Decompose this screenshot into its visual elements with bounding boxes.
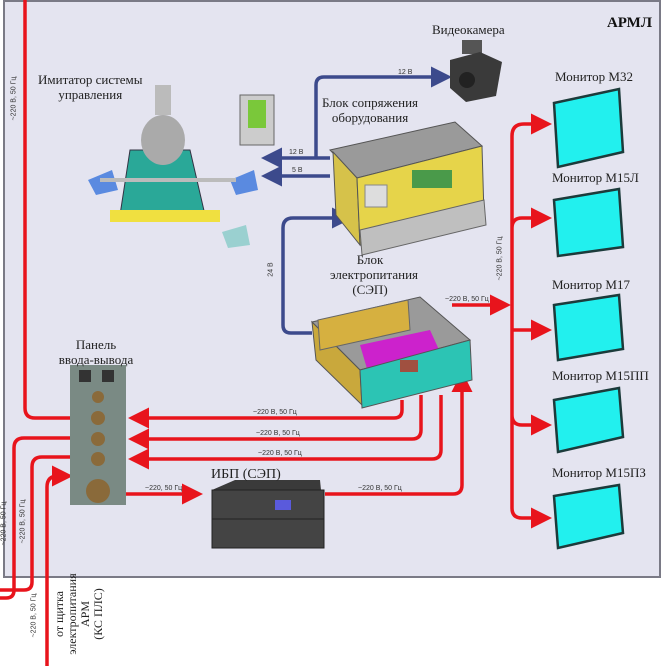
io-panel-label-line1: Панель xyxy=(75,337,117,352)
interface-unit-label-line2: оборудования xyxy=(331,110,409,125)
diagram-title: АРМЛ xyxy=(606,15,652,31)
interface-unit-label: Блок сопряжения оборудования xyxy=(322,95,418,125)
sep-24v-label: 24 В xyxy=(267,262,275,277)
sep-panel-2-label: ~220 В, 50 Гц xyxy=(256,430,300,437)
interface-unit-label-line1: Блок сопряжения xyxy=(322,95,419,110)
monitor-m32-label: Монитор М32 xyxy=(555,69,633,84)
line-sep-24v xyxy=(281,207,353,335)
sim-12v-label: 12 В xyxy=(289,149,304,156)
power-unit-label-line3: (СЭП) xyxy=(352,282,388,297)
io-panel-label: Панель ввода-вывода xyxy=(56,337,136,367)
line-sep-panel-2 xyxy=(128,395,423,450)
line-sep-panel-1 xyxy=(128,400,404,429)
power-unit-device xyxy=(311,296,473,409)
panel-out-1-label: ~220 В, 50 Гц xyxy=(0,501,8,546)
monitor-m17 xyxy=(552,293,625,362)
panel-ups-label: ~220, 50 Гц xyxy=(145,485,183,492)
monitor-m15pp-label: Монитор М15ПП xyxy=(552,368,649,383)
io-panel-device xyxy=(70,365,126,505)
sep-panel-1-label: ~220 В, 50 Гц xyxy=(253,409,297,416)
external-source-line4: (КС ПЛС) xyxy=(91,588,105,640)
panel-out-2-label: ~220 В, 50 Гц xyxy=(19,499,27,544)
ups-label: ИБП (СЭП) xyxy=(211,467,281,482)
line-ups-sep xyxy=(325,371,473,496)
line-monitor-bus xyxy=(510,122,541,520)
line-panel-out-1 xyxy=(0,436,70,600)
line-camera-12v xyxy=(314,66,452,157)
simulator-label-line2: управления xyxy=(58,87,123,102)
io-panel-label-line2: ввода-вывода xyxy=(58,352,134,367)
line-panel-out-2 xyxy=(0,455,70,592)
monitor-m17-label: Монитор М17 xyxy=(552,277,630,292)
monitor-m15l-label: Монитор М15Л xyxy=(552,170,639,185)
power-unit-label: Блок электропитания (СЭП) xyxy=(330,252,419,297)
left-bus-label: ~220 В, 50 Гц xyxy=(10,76,18,121)
monitor-m15pz xyxy=(552,483,625,550)
monitor-bus-label: ~220 В, 50 Гц xyxy=(496,236,504,281)
camera-label: Видеокамера xyxy=(432,22,505,37)
external-source-label: от щитка электропитания АРМ (КС ПЛС) xyxy=(52,559,105,669)
monitor-m15l xyxy=(552,187,625,258)
monitor-m15pp xyxy=(552,386,625,454)
line-left-top xyxy=(23,0,70,420)
sep-monitors-label: ~220 В, 50 Гц xyxy=(445,296,489,303)
line-external-in xyxy=(45,465,73,666)
power-unit-label-line1: Блок xyxy=(356,252,384,267)
camera-device xyxy=(450,40,502,102)
simulator-device xyxy=(88,85,275,248)
line-sep-panel-3 xyxy=(128,395,443,470)
camera-12v-label: 12 В xyxy=(398,69,413,76)
sim-5v-label: 5 В xyxy=(292,167,303,174)
ups-device xyxy=(211,480,325,549)
ups-sep-label: ~220 В, 50 Гц xyxy=(358,485,402,492)
external-in-label: ~220 В, 50 Гц xyxy=(30,593,38,638)
monitor-m32 xyxy=(552,87,625,169)
interface-unit-device xyxy=(329,121,487,256)
sep-panel-3-label: ~220 В, 50 Гц xyxy=(258,450,302,457)
simulator-label: Имитатор системы управления xyxy=(38,72,143,102)
monitor-m15pz-label: Монитор М15ПЗ xyxy=(552,465,646,480)
simulator-label-line1: Имитатор системы xyxy=(38,72,143,87)
power-unit-label-line2: электропитания xyxy=(330,267,419,282)
